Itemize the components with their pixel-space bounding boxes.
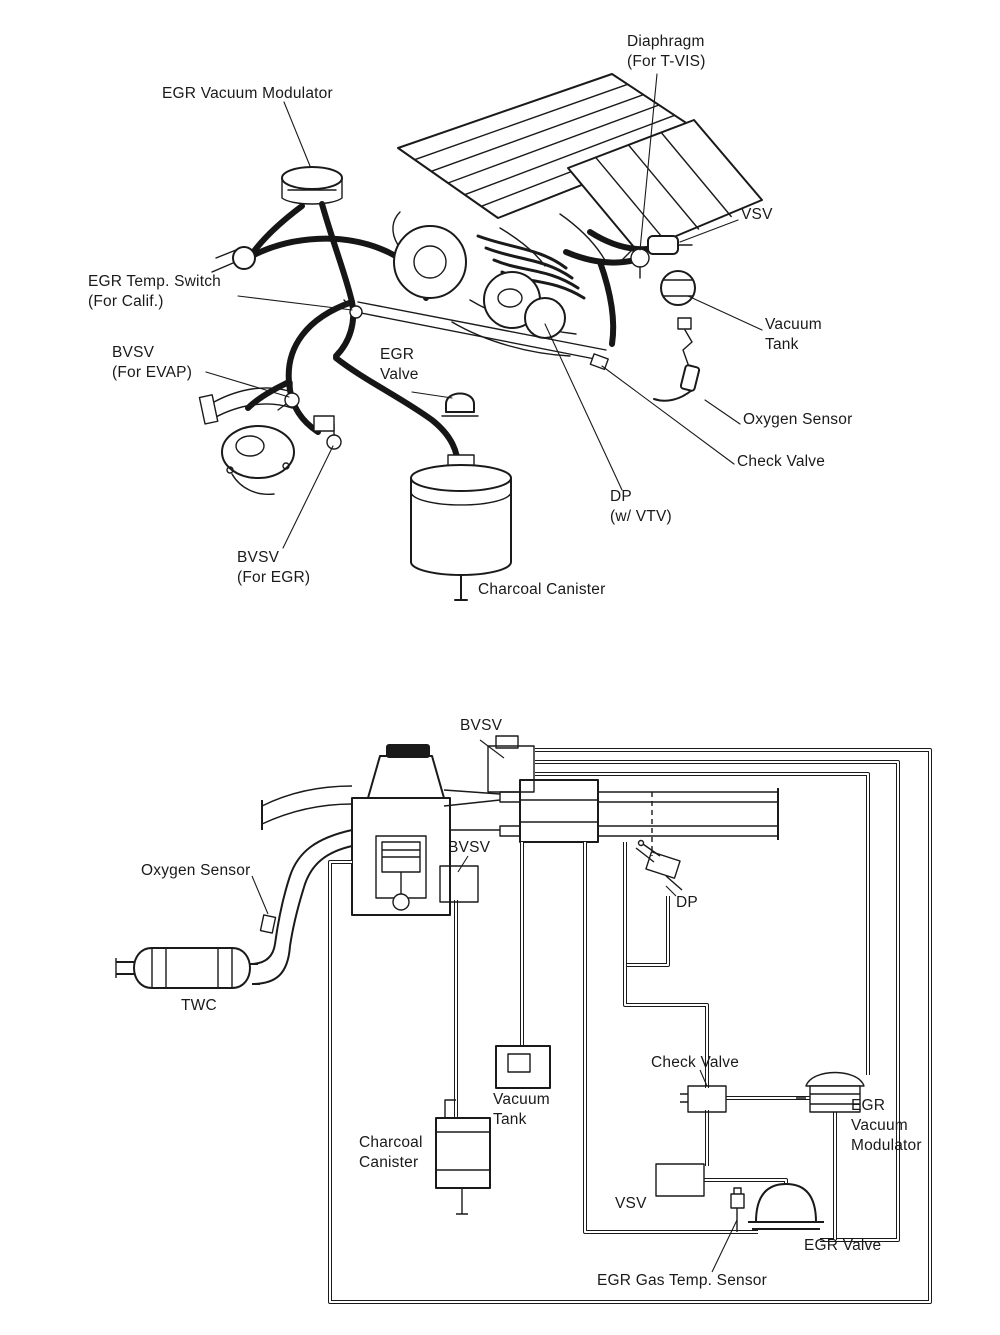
leader-lines-top: [205, 73, 763, 549]
bvsv-upper-block: [487, 735, 535, 793]
oxygen-sensor-part-schematic: [259, 914, 277, 934]
egr-vacuum-modulator-part: [281, 166, 343, 205]
label-check-valve-b: Check Valve: [651, 1054, 740, 1071]
label-check-valve: Check Valve: [737, 453, 826, 470]
exhaust-and-twc: [115, 829, 353, 989]
oxygen-sensor-part: [653, 317, 701, 402]
egr-vacuum-modulator-box: [796, 1071, 865, 1113]
label-egr-vacuum-modulator-b: EGR Vacuum Modulator: [851, 1097, 922, 1154]
check-valve-part: [589, 353, 609, 371]
label-egr-valve: EGR Valve: [380, 346, 419, 383]
leader-lines-bottom: [251, 739, 738, 1273]
bracket: [313, 415, 335, 432]
label-diaphragm: Diaphragm (For T-VIS): [627, 33, 706, 70]
label-vacuum-tank: Vacuum Tank: [765, 316, 822, 353]
engine-illustration: [198, 73, 763, 601]
charcoal-canister-part: [410, 454, 512, 601]
vacuum-pipes: [328, 748, 932, 1304]
label-bvsv-egr: BVSV (For EGR): [237, 549, 311, 586]
charcoal-canister-box: [435, 1099, 491, 1215]
label-oxygen-sensor-b: Oxygen Sensor: [141, 862, 251, 879]
vacuum-tank-part: [660, 270, 696, 306]
label-egr-valve-b: EGR Valve: [804, 1237, 882, 1254]
egr-temp-switch-part: [343, 299, 363, 319]
egr-valve-part: [441, 392, 479, 417]
egr-valve-dome: [748, 1183, 824, 1230]
label-oxygen-sensor: Oxygen Sensor: [743, 411, 853, 428]
vsv-box: [655, 1163, 705, 1197]
engine-cross-section: [261, 744, 779, 916]
tvis-plenum: [567, 119, 763, 253]
dp-vtv-part: [483, 271, 566, 339]
air-intake-elbow: [392, 211, 467, 299]
vacuum-schematic: [115, 735, 932, 1304]
label-vsv-b: VSV: [615, 1195, 647, 1212]
egr-gas-temp-sensor-part: [730, 1187, 745, 1232]
label-bvsv-evap: BVSV (For EVAP): [112, 344, 193, 381]
thermostat-housing: [198, 387, 295, 495]
bvsv-evap-part: [277, 381, 300, 411]
label-egr-vacuum-modulator: EGR Vacuum Modulator: [162, 85, 333, 102]
vsv-part: [647, 235, 693, 255]
label-vsv: VSV: [741, 206, 773, 223]
dp-assembly: [635, 792, 683, 891]
label-dp-vtv: DP (w/ VTV): [610, 488, 672, 525]
label-charcoal-canister: Charcoal Canister: [478, 581, 606, 598]
check-valve-box: [680, 1085, 727, 1113]
label-egr-gas-temp-sensor: EGR Gas Temp. Sensor: [597, 1272, 767, 1289]
label-dp-b: DP: [676, 894, 698, 911]
label-bvsv-lower: BVSV: [448, 839, 491, 856]
vacuum-tank-box: [495, 1045, 551, 1089]
bvsv-lower-block: [439, 865, 479, 903]
label-bvsv-upper: BVSV: [460, 717, 503, 734]
label-egr-temp-switch: EGR Temp. Switch (For Calif.): [88, 273, 221, 310]
label-charcoal-canister-b: Charcoal Canister: [359, 1134, 423, 1171]
label-twc: TWC: [181, 997, 217, 1014]
diaphragm-part: [621, 248, 650, 279]
label-vacuum-tank-b: Vacuum Tank: [493, 1091, 550, 1128]
